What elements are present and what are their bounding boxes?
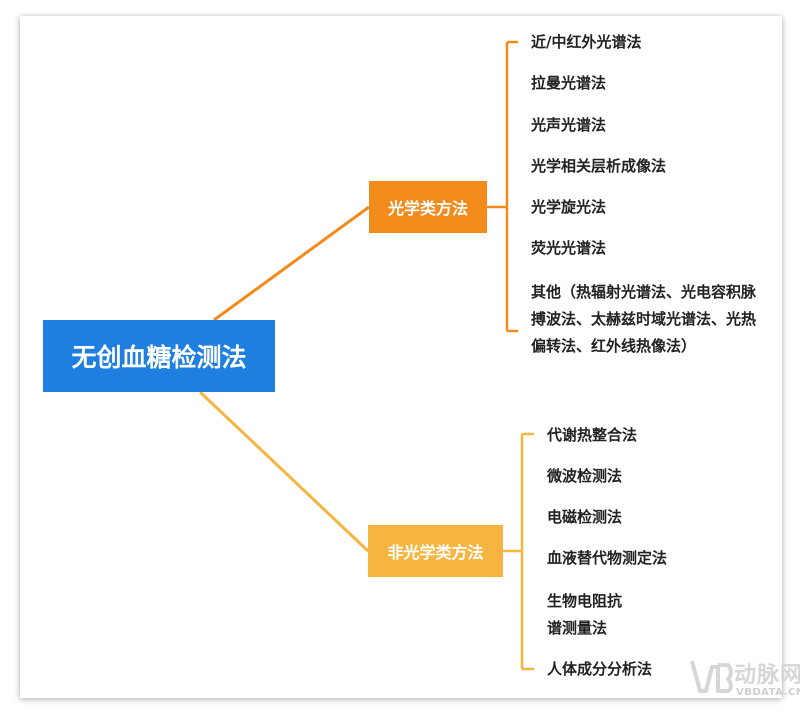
- leaf-optical-4: 光学相关层析成像法: [531, 157, 667, 175]
- leaf-non-optical-2: 微波检测法: [547, 467, 623, 485]
- connector-root-branch1: [213, 205, 370, 322]
- leaf-optical-1: 近/中红外光谱法: [531, 33, 642, 51]
- leaf-optical-5: 光学旋光法: [531, 198, 607, 216]
- branch-optical: 光学类方法: [369, 181, 487, 233]
- leaf-non-optical-1: 代谢热整合法: [547, 426, 638, 444]
- watermark-text-en: VBDATA.CN: [736, 687, 800, 698]
- leaf-non-optical-6: 人体成分分析法: [547, 660, 653, 678]
- watermark-text-cn: 动脉网: [734, 663, 800, 688]
- root-node: 无创血糖检测法: [43, 320, 275, 392]
- leaf-non-optical-5: 生物电阻抗谱测量法: [547, 592, 623, 637]
- watermark-logo: 动脉网 VBDATA.CN: [690, 657, 800, 703]
- bracket-branch1: [487, 40, 518, 333]
- leaf-optical-2: 拉曼光谱法: [531, 74, 607, 92]
- connector-root-branch2: [198, 390, 370, 553]
- leaf-non-optical-4: 血液替代物测定法: [547, 549, 668, 567]
- leaf-non-optical-3: 电磁检测法: [547, 508, 623, 526]
- branch-non-optical: 非光学类方法: [368, 525, 503, 577]
- leaf-optical-6: 荧光光谱法: [531, 239, 607, 257]
- vb-logo-icon: [690, 660, 733, 693]
- bracket-branch2: [503, 432, 534, 671]
- leaf-optical-3: 光声光谱法: [531, 116, 607, 134]
- leaf-optical-7: 其他（热辐射光谱法、光电容积脉搏波法、太赫兹时域光谱法、光热偏转法、红外线热像法…: [531, 283, 757, 355]
